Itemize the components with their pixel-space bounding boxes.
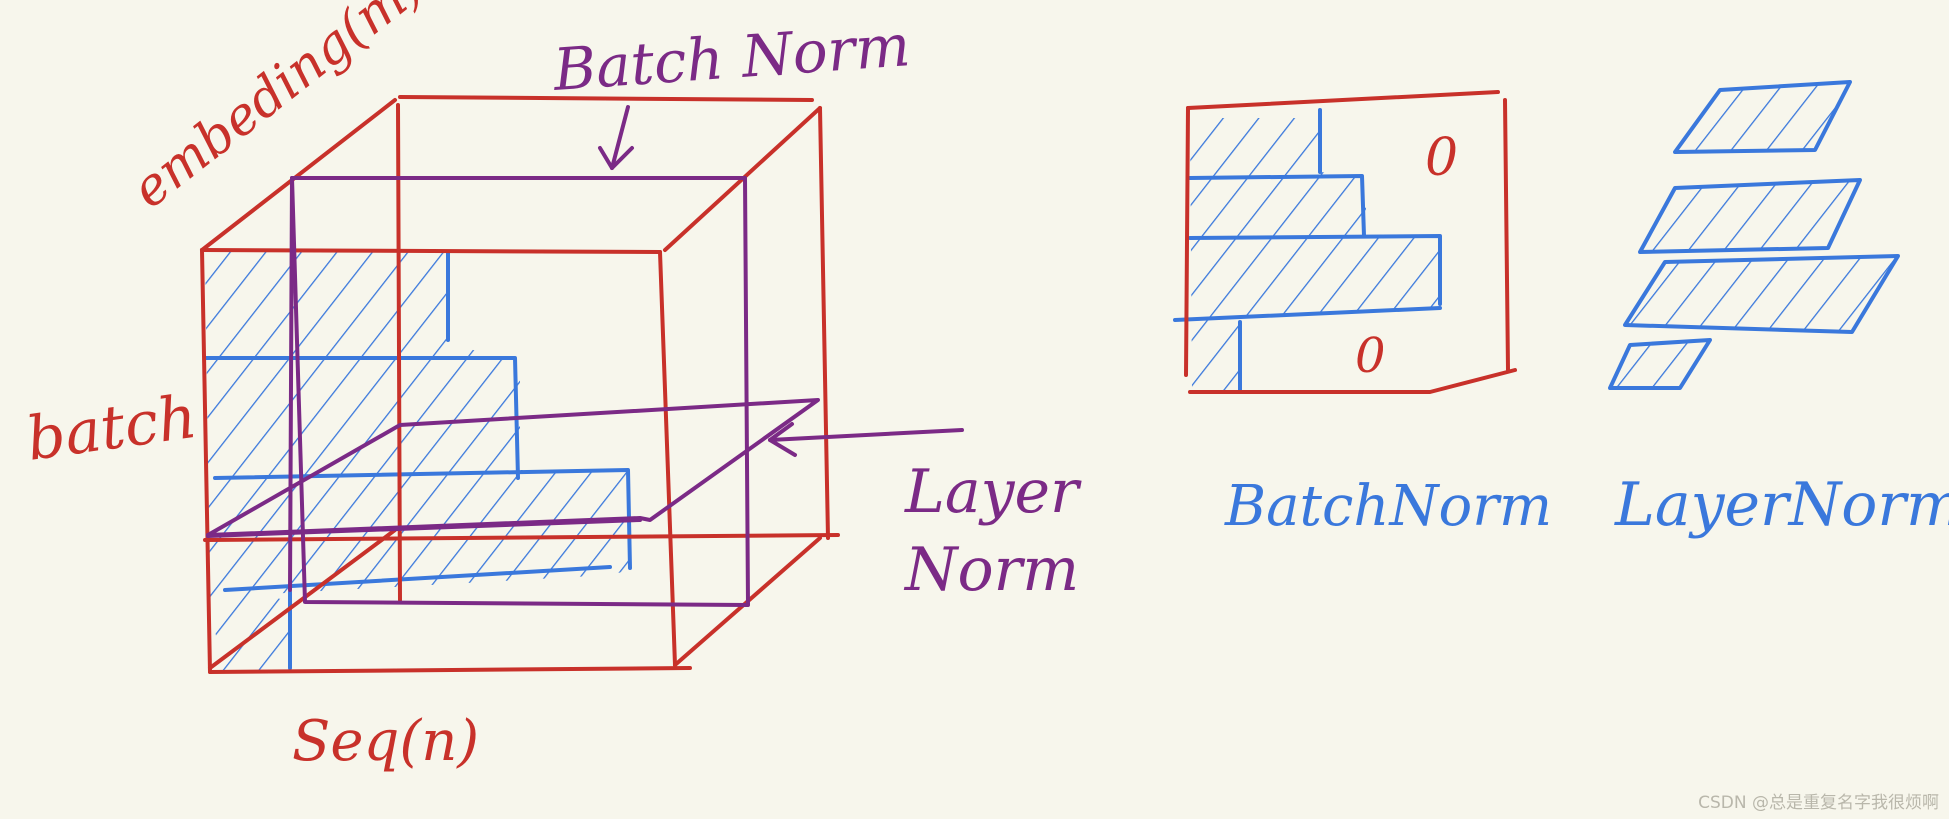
layernorm-panel-label: LayerNorm bbox=[1614, 470, 1949, 540]
zero-label-top: 0 bbox=[1425, 128, 1458, 188]
batch-axis-label: batch bbox=[22, 382, 201, 475]
layer-label: Layer bbox=[904, 457, 1082, 527]
embedding-axis-label: embeding(m) bbox=[121, 0, 434, 220]
cube-figure bbox=[200, 95, 964, 674]
batchnorm-title-label: Batch Norm bbox=[550, 11, 912, 104]
layernorm-panel bbox=[1608, 80, 1900, 390]
layernorm-row-4 bbox=[1608, 338, 1712, 390]
batchnorm-arrow bbox=[598, 105, 634, 170]
red-cube-edges bbox=[200, 95, 840, 674]
layernorm-row-3 bbox=[1623, 254, 1900, 334]
layernorm-slice bbox=[206, 398, 820, 538]
batchnorm-slice bbox=[288, 176, 750, 607]
layernorm-row-1 bbox=[1673, 80, 1852, 154]
zero-label-bottom: 0 bbox=[1355, 328, 1386, 384]
blue-hatched-sequences bbox=[203, 250, 632, 672]
batchnorm-panel bbox=[1173, 90, 1517, 394]
layernorm-arrow bbox=[768, 422, 964, 457]
batchnorm-panel-label: BatchNorm bbox=[1224, 474, 1552, 539]
layernorm-row-2 bbox=[1638, 178, 1862, 254]
seq-axis-label: Seq(n) bbox=[292, 709, 479, 774]
watermark: CSDN @总是重复名字我很烦啊 bbox=[1698, 793, 1939, 813]
norm-label: Norm bbox=[903, 535, 1079, 605]
